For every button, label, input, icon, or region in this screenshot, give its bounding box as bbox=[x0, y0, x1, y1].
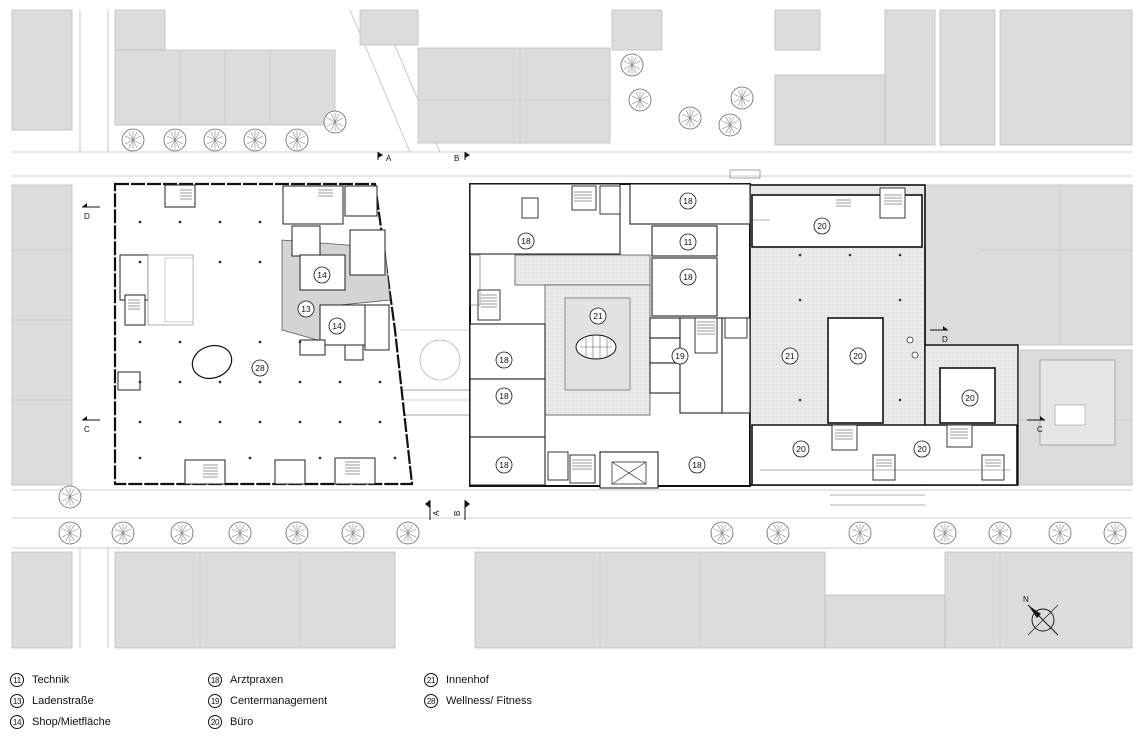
svg-text:18: 18 bbox=[499, 391, 509, 401]
room-label-14: 14 bbox=[313, 266, 331, 284]
svg-text:20: 20 bbox=[853, 351, 863, 361]
svg-text:18: 18 bbox=[499, 355, 509, 365]
svg-text:C: C bbox=[84, 425, 90, 434]
section-markers: A B A B D C D C bbox=[82, 152, 1045, 520]
room-label-20: 20 bbox=[913, 440, 931, 458]
room-label-18: 18 bbox=[495, 351, 513, 369]
section-marker-c-right: C bbox=[1027, 416, 1045, 434]
room-label-13: 13 bbox=[297, 300, 315, 318]
west-building bbox=[113, 182, 414, 486]
svg-text:20: 20 bbox=[917, 444, 927, 454]
svg-text:14: 14 bbox=[317, 270, 327, 280]
svg-text:D: D bbox=[942, 335, 948, 344]
north-label: N bbox=[1023, 595, 1029, 604]
svg-text:18: 18 bbox=[683, 196, 693, 206]
room-label-21: 21 bbox=[781, 347, 799, 365]
room-label-18: 18 bbox=[679, 192, 697, 210]
room-label-20: 20 bbox=[961, 389, 979, 407]
room-label-21: 21 bbox=[589, 307, 607, 325]
section-marker-b-bottom: B bbox=[453, 500, 470, 520]
east-building bbox=[469, 169, 1019, 506]
svg-text:13: 13 bbox=[301, 304, 311, 314]
svg-text:A: A bbox=[386, 154, 392, 163]
svg-text:B: B bbox=[454, 154, 459, 163]
svg-text:28: 28 bbox=[255, 363, 265, 373]
svg-text:21: 21 bbox=[593, 311, 603, 321]
svg-text:B: B bbox=[453, 511, 462, 516]
street-lines bbox=[12, 9, 1132, 648]
walkway bbox=[395, 339, 470, 416]
room-labels: 11 13 14 14 18 18 18 18 18 18 18 19 20 2… bbox=[251, 192, 979, 474]
svg-text:18: 18 bbox=[692, 460, 702, 470]
room-label-20: 20 bbox=[792, 440, 810, 458]
column-grid-west bbox=[138, 220, 397, 460]
floor-plan: 11 13 14 14 18 18 18 18 18 18 18 19 20 2… bbox=[11, 9, 1133, 649]
section-marker-c-left: C bbox=[82, 416, 100, 434]
svg-text:21: 21 bbox=[785, 351, 795, 361]
svg-text:20: 20 bbox=[817, 221, 827, 231]
room-label-14: 14 bbox=[328, 317, 346, 335]
svg-text:18: 18 bbox=[683, 272, 693, 282]
svg-text:A: A bbox=[432, 510, 441, 516]
room-label-18: 18 bbox=[517, 232, 535, 250]
courtyard-right-building bbox=[1039, 359, 1116, 446]
north-arrow-icon: N bbox=[1023, 595, 1059, 636]
room-label-20: 20 bbox=[849, 347, 867, 365]
svg-text:20: 20 bbox=[965, 393, 975, 403]
room-label-18: 18 bbox=[688, 456, 706, 474]
room-label-11: 11 bbox=[679, 233, 697, 251]
svg-text:18: 18 bbox=[499, 460, 509, 470]
section-marker-d-left: D bbox=[82, 203, 100, 221]
section-marker-b-top: B bbox=[454, 152, 470, 163]
svg-text:C: C bbox=[1037, 425, 1043, 434]
room-label-19: 19 bbox=[671, 347, 689, 365]
section-marker-a-top: A bbox=[377, 152, 392, 163]
svg-text:11: 11 bbox=[684, 237, 693, 247]
room-label-28: 28 bbox=[251, 359, 269, 377]
svg-text:19: 19 bbox=[675, 351, 685, 361]
section-marker-a-bottom: A bbox=[425, 500, 441, 520]
svg-text:14: 14 bbox=[332, 321, 342, 331]
room-label-18: 18 bbox=[495, 456, 513, 474]
svg-text:D: D bbox=[84, 212, 90, 221]
room-label-18: 18 bbox=[679, 268, 697, 286]
svg-text:20: 20 bbox=[796, 444, 806, 454]
section-marker-d-right: D bbox=[930, 326, 948, 344]
room-label-18: 18 bbox=[495, 387, 513, 405]
room-label-20: 20 bbox=[813, 217, 831, 235]
svg-text:18: 18 bbox=[521, 236, 531, 246]
